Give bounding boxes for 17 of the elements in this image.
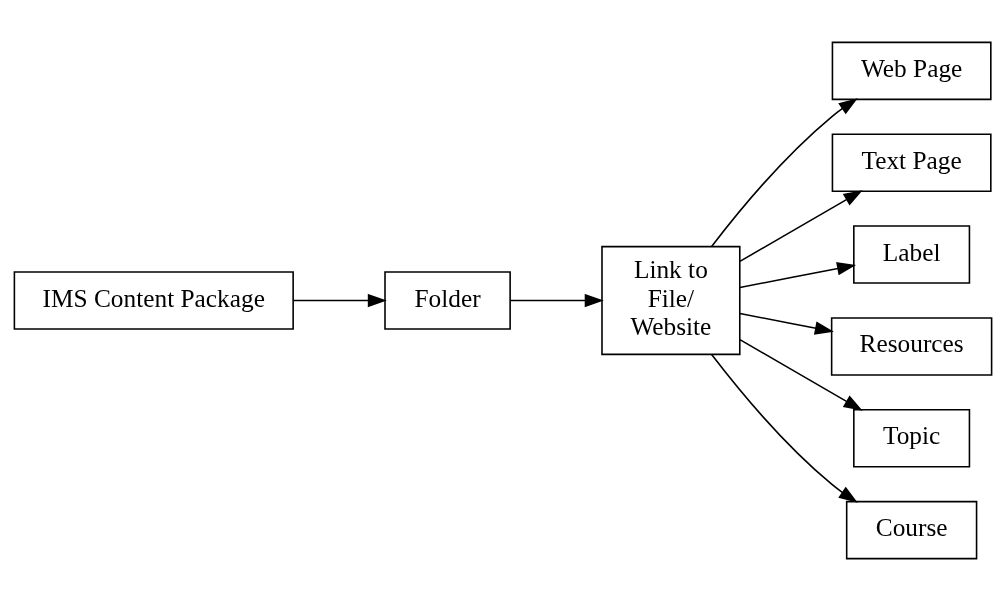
arrow — [739, 261, 857, 288]
arrow — [292, 293, 387, 307]
node-box: Course — [845, 500, 978, 559]
node-box: Web Page — [831, 41, 992, 100]
arrow — [739, 338, 863, 411]
node-box: IMS Content Package — [13, 270, 294, 330]
node-box: Folder — [384, 270, 511, 330]
arrow — [509, 293, 604, 307]
node-box: Resources — [830, 316, 993, 376]
arrow — [710, 353, 858, 503]
arrow — [739, 312, 834, 335]
arrow — [710, 97, 858, 247]
node-box: Topic — [853, 408, 971, 468]
node-box: Text Page — [831, 132, 992, 192]
arrow — [739, 189, 863, 262]
node-box: Link to File/ Website — [601, 245, 741, 355]
node-box: Label — [853, 224, 971, 284]
